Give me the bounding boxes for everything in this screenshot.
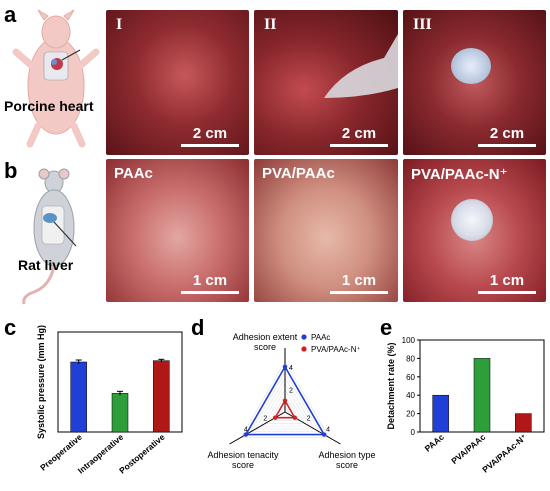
rat-liver-label: Rat liver <box>18 257 74 273</box>
panel-letter-d: d <box>191 315 205 340</box>
bar <box>473 358 491 433</box>
radar-tick-label: 2 <box>289 387 293 394</box>
radar-grid-ring <box>269 394 301 421</box>
radar-tick-label: 4 <box>289 365 293 372</box>
x-tick-label: PAAc <box>423 432 447 454</box>
radar-axis-label: Adhesion tenacity <box>207 450 279 460</box>
heart-photo-2: II 2 cm <box>254 10 398 155</box>
bar <box>111 393 129 433</box>
radar-series-line <box>244 365 326 436</box>
radar-grid-ring <box>279 405 291 416</box>
legend-marker <box>301 334 307 340</box>
radar-grid-ring <box>250 371 320 433</box>
radar-series-line <box>273 399 297 419</box>
y-tick-label: 100 <box>402 336 416 345</box>
bar <box>70 361 87 433</box>
radar-point <box>292 415 297 420</box>
radar-point <box>321 432 327 437</box>
radar-grid-ring <box>264 388 306 424</box>
bar <box>432 394 449 433</box>
photo-title: PVA/PAAc-N⁺ <box>411 166 508 183</box>
legend-label: PAAc <box>311 333 330 342</box>
photo-title: PAAc <box>114 165 153 182</box>
scale-bar: 1 cm <box>330 272 388 294</box>
radar-tick-label: 4 <box>244 427 248 434</box>
porcine-heart-label: Porcine heart <box>4 98 94 114</box>
photo-title: PVA/PAAc <box>262 165 335 182</box>
legend-label: PVA/PAAc-N⁺ <box>311 345 361 354</box>
scale-bar: 1 cm <box>478 272 536 294</box>
scale-bar: 2 cm <box>181 125 239 147</box>
photo-roman-label: III <box>413 16 432 33</box>
radar-point <box>282 364 288 369</box>
y-tick-label: 20 <box>406 410 415 419</box>
panel-letter-b: b <box>4 158 18 183</box>
y-axis-label: Systolic pressure (mm Hg) <box>36 325 46 439</box>
panel-letter-c: c <box>4 315 17 340</box>
radar-axis-label: score <box>254 342 276 352</box>
radar-axis-label: score <box>336 460 358 470</box>
liver-photo-pva-paac: PVA/PAAc 1 cm <box>254 159 398 302</box>
heart-photo-1: I 2 cm <box>106 10 249 155</box>
panel-letter-a: a <box>4 2 17 27</box>
scale-bar: 1 cm <box>181 272 239 294</box>
radar-tick-label: 2 <box>263 415 267 422</box>
y-tick-label: 80 <box>406 354 415 363</box>
radar-grid-ring <box>260 383 310 427</box>
pig-illustration <box>12 9 100 148</box>
heart-photo-3: III 2 cm <box>403 10 546 155</box>
liver-photo-paac: PAAc 1 cm <box>106 159 249 302</box>
radar-grid-ring <box>240 360 330 438</box>
scale-bar: 2 cm <box>330 125 388 147</box>
x-tick-label: PVA/PAAc <box>449 432 487 466</box>
radar-axis-label: Adhesion type <box>318 450 375 460</box>
radar-tick-label: 2 <box>307 415 311 422</box>
panel-letter-e: e <box>380 315 393 340</box>
radar-grid-ring <box>255 377 315 430</box>
y-tick-label: 40 <box>406 391 415 400</box>
photo-roman-label: II <box>264 16 277 33</box>
y-tick-label: 60 <box>406 373 415 382</box>
radar-axis-label: score <box>232 460 254 470</box>
x-tick-label: PVA/PAAc-N⁺ <box>480 432 528 475</box>
legend-marker <box>301 346 307 352</box>
radar-axis-label: Adhesion extent <box>233 332 298 342</box>
y-axis-label: Detachment rate (%) <box>386 342 396 429</box>
scale-bar: 2 cm <box>478 125 536 147</box>
rat-illustration <box>22 168 77 305</box>
bar <box>515 413 532 433</box>
radar-tick-label: 4 <box>326 427 330 434</box>
x-tick-label: Postoperative <box>117 432 167 476</box>
radar-point <box>273 415 278 420</box>
photo-roman-label: I <box>116 16 123 33</box>
bar <box>153 360 170 433</box>
systolic-pressure-chart: Systolic pressure (mm Hg)PreoperativeInt… <box>36 325 183 476</box>
y-tick-label: 0 <box>411 428 416 437</box>
liver-photo-pva-paac-n: PVA/PAAc-N⁺ 1 cm <box>403 159 546 302</box>
radar-point <box>243 432 249 437</box>
radar-point <box>282 398 288 403</box>
